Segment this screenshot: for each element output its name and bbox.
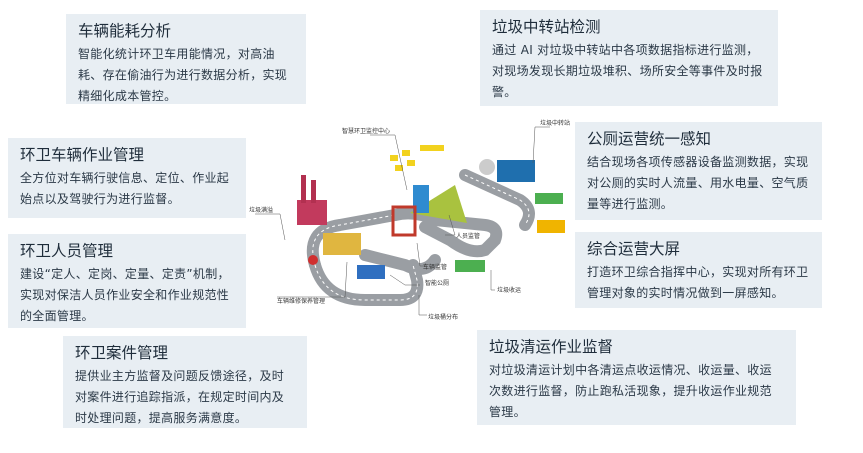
card-garbage-clearing: 垃圾清运作业监督 对垃圾清运计划中各清运点收运情况、收运量、收运次数进行监督，防… [477,330,796,425]
transfer-station [497,160,535,182]
card-toilet-perception: 公厕运营统一感知 结合现场各项传感器设备监测数据，实现对公厕的实时人流量、用水电… [575,122,822,220]
label-overflow: 垃圾满溢 [249,206,273,214]
card-body: 提供业主方监督及问题反馈途径，及时对案件进行追踪指派，在规定时间内及时处理问题，… [75,369,285,425]
card-big-screen: 综合运营大屏 打造环卫综合指挥中心，实现对所有环卫管理对象的实时情况做到一屏感知… [575,232,822,308]
card-body: 全方位对车辆行驶信息、定位、作业起始点以及驾驶行为进行监督。 [20,171,230,206]
label-garbage-collection: 垃圾收运 [497,286,521,294]
card-case-management: 环卫案件管理 提供业主方监督及问题反馈途径，及时对案件进行追踪指派，在规定时间内… [63,336,307,428]
smart-toilet [357,265,385,279]
card-body: 通过 AI 对垃圾中转站中各项数据指标进行监测，对现场发现长期垃圾堆积、场所安全… [492,43,763,99]
card-title: 公厕运营统一感知 [587,130,712,148]
label-staff-supervision: 人员监管 [456,232,480,240]
label-smart-toilet: 智能公厕 [425,279,449,287]
card-staff-management: 环卫人员管理 建设“定人、定岗、定量、定责”机制，实现对保洁人员作业安全和作业规… [8,234,246,328]
card-vehicle-operation: 环卫车辆作业管理 全方位对车辆行驶信息、定位、作业起始点以及驾驶行为进行监督。 [8,138,246,218]
callout-lines [255,126,550,316]
chimney [311,180,316,203]
card-body: 打造环卫综合指挥中心，实现对所有环卫管理对象的实时情况做到一屏感知。 [587,265,809,300]
card-body: 结合现场各项传感器设备监测数据，实现对公厕的实时人流量、用水电量、空气质量等进行… [587,155,809,211]
label-bin-distribution: 垃圾桶分布 [428,313,458,321]
card-body: 建设“定人、定岗、定量、定责”机制，实现对保洁人员作业安全和作业规范性的全面管理… [20,267,230,323]
bridge [391,205,417,237]
card-title: 综合运营大屏 [587,240,681,258]
garbage-truck [455,260,485,272]
smart-sanitation-illustration: 智慧环卫监控中心 垃圾中转站 垃圾满溢 人员监管 车辆监管 智能公厕 车辆维修保… [249,119,570,321]
card-title: 环卫车辆作业管理 [20,146,145,164]
label-vehicle-repair: 车辆维修保养管理 [277,297,325,305]
card-title: 环卫人员管理 [20,242,114,260]
card-title: 环卫案件管理 [75,344,169,362]
card-title: 垃圾清运作业监督 [489,338,614,356]
chimney [301,175,306,203]
card-body: 智能化统计环卫车用能情况，对高油耗、存在偷油行为进行数据分析，实现精细化成本管控… [78,47,288,103]
office-building [413,185,429,213]
car [308,255,318,265]
bus [537,220,565,233]
label-transfer-station: 垃圾中转站 [540,119,570,127]
garbage-truck [535,193,563,204]
card-vehicle-energy: 车辆能耗分析 智能化统计环卫车用能情况，对高油耗、存在偷油行为进行数据分析，实现… [66,14,306,104]
card-transfer-station: 垃圾中转站检测 通过 AI 对垃圾中转站中各项数据指标进行监测，对现场发现长期垃… [480,10,778,106]
tank [479,159,495,175]
repair-shop [323,233,361,255]
solar-panels [390,145,444,171]
park-lawn [410,185,467,223]
label-monitor-center: 智慧环卫监控中心 [342,127,390,135]
label-vehicle-supervision: 车辆监管 [423,263,447,271]
card-title: 车辆能耗分析 [78,22,172,40]
factory [297,200,327,225]
card-body: 对垃圾清运计划中各清运点收运情况、收运量、收运次数进行监督，防止跑私活现象，提升… [489,363,772,419]
card-title: 垃圾中转站检测 [492,18,601,36]
